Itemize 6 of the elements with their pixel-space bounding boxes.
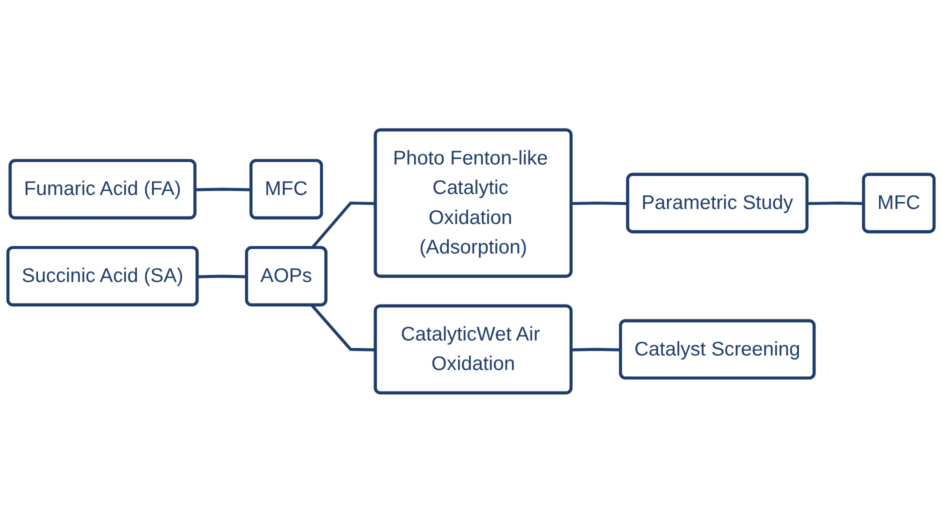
connector xyxy=(195,188,252,192)
connector xyxy=(572,202,628,206)
connector xyxy=(310,304,376,352)
connector xyxy=(572,348,622,352)
connector xyxy=(807,202,864,206)
connector xyxy=(198,274,248,278)
